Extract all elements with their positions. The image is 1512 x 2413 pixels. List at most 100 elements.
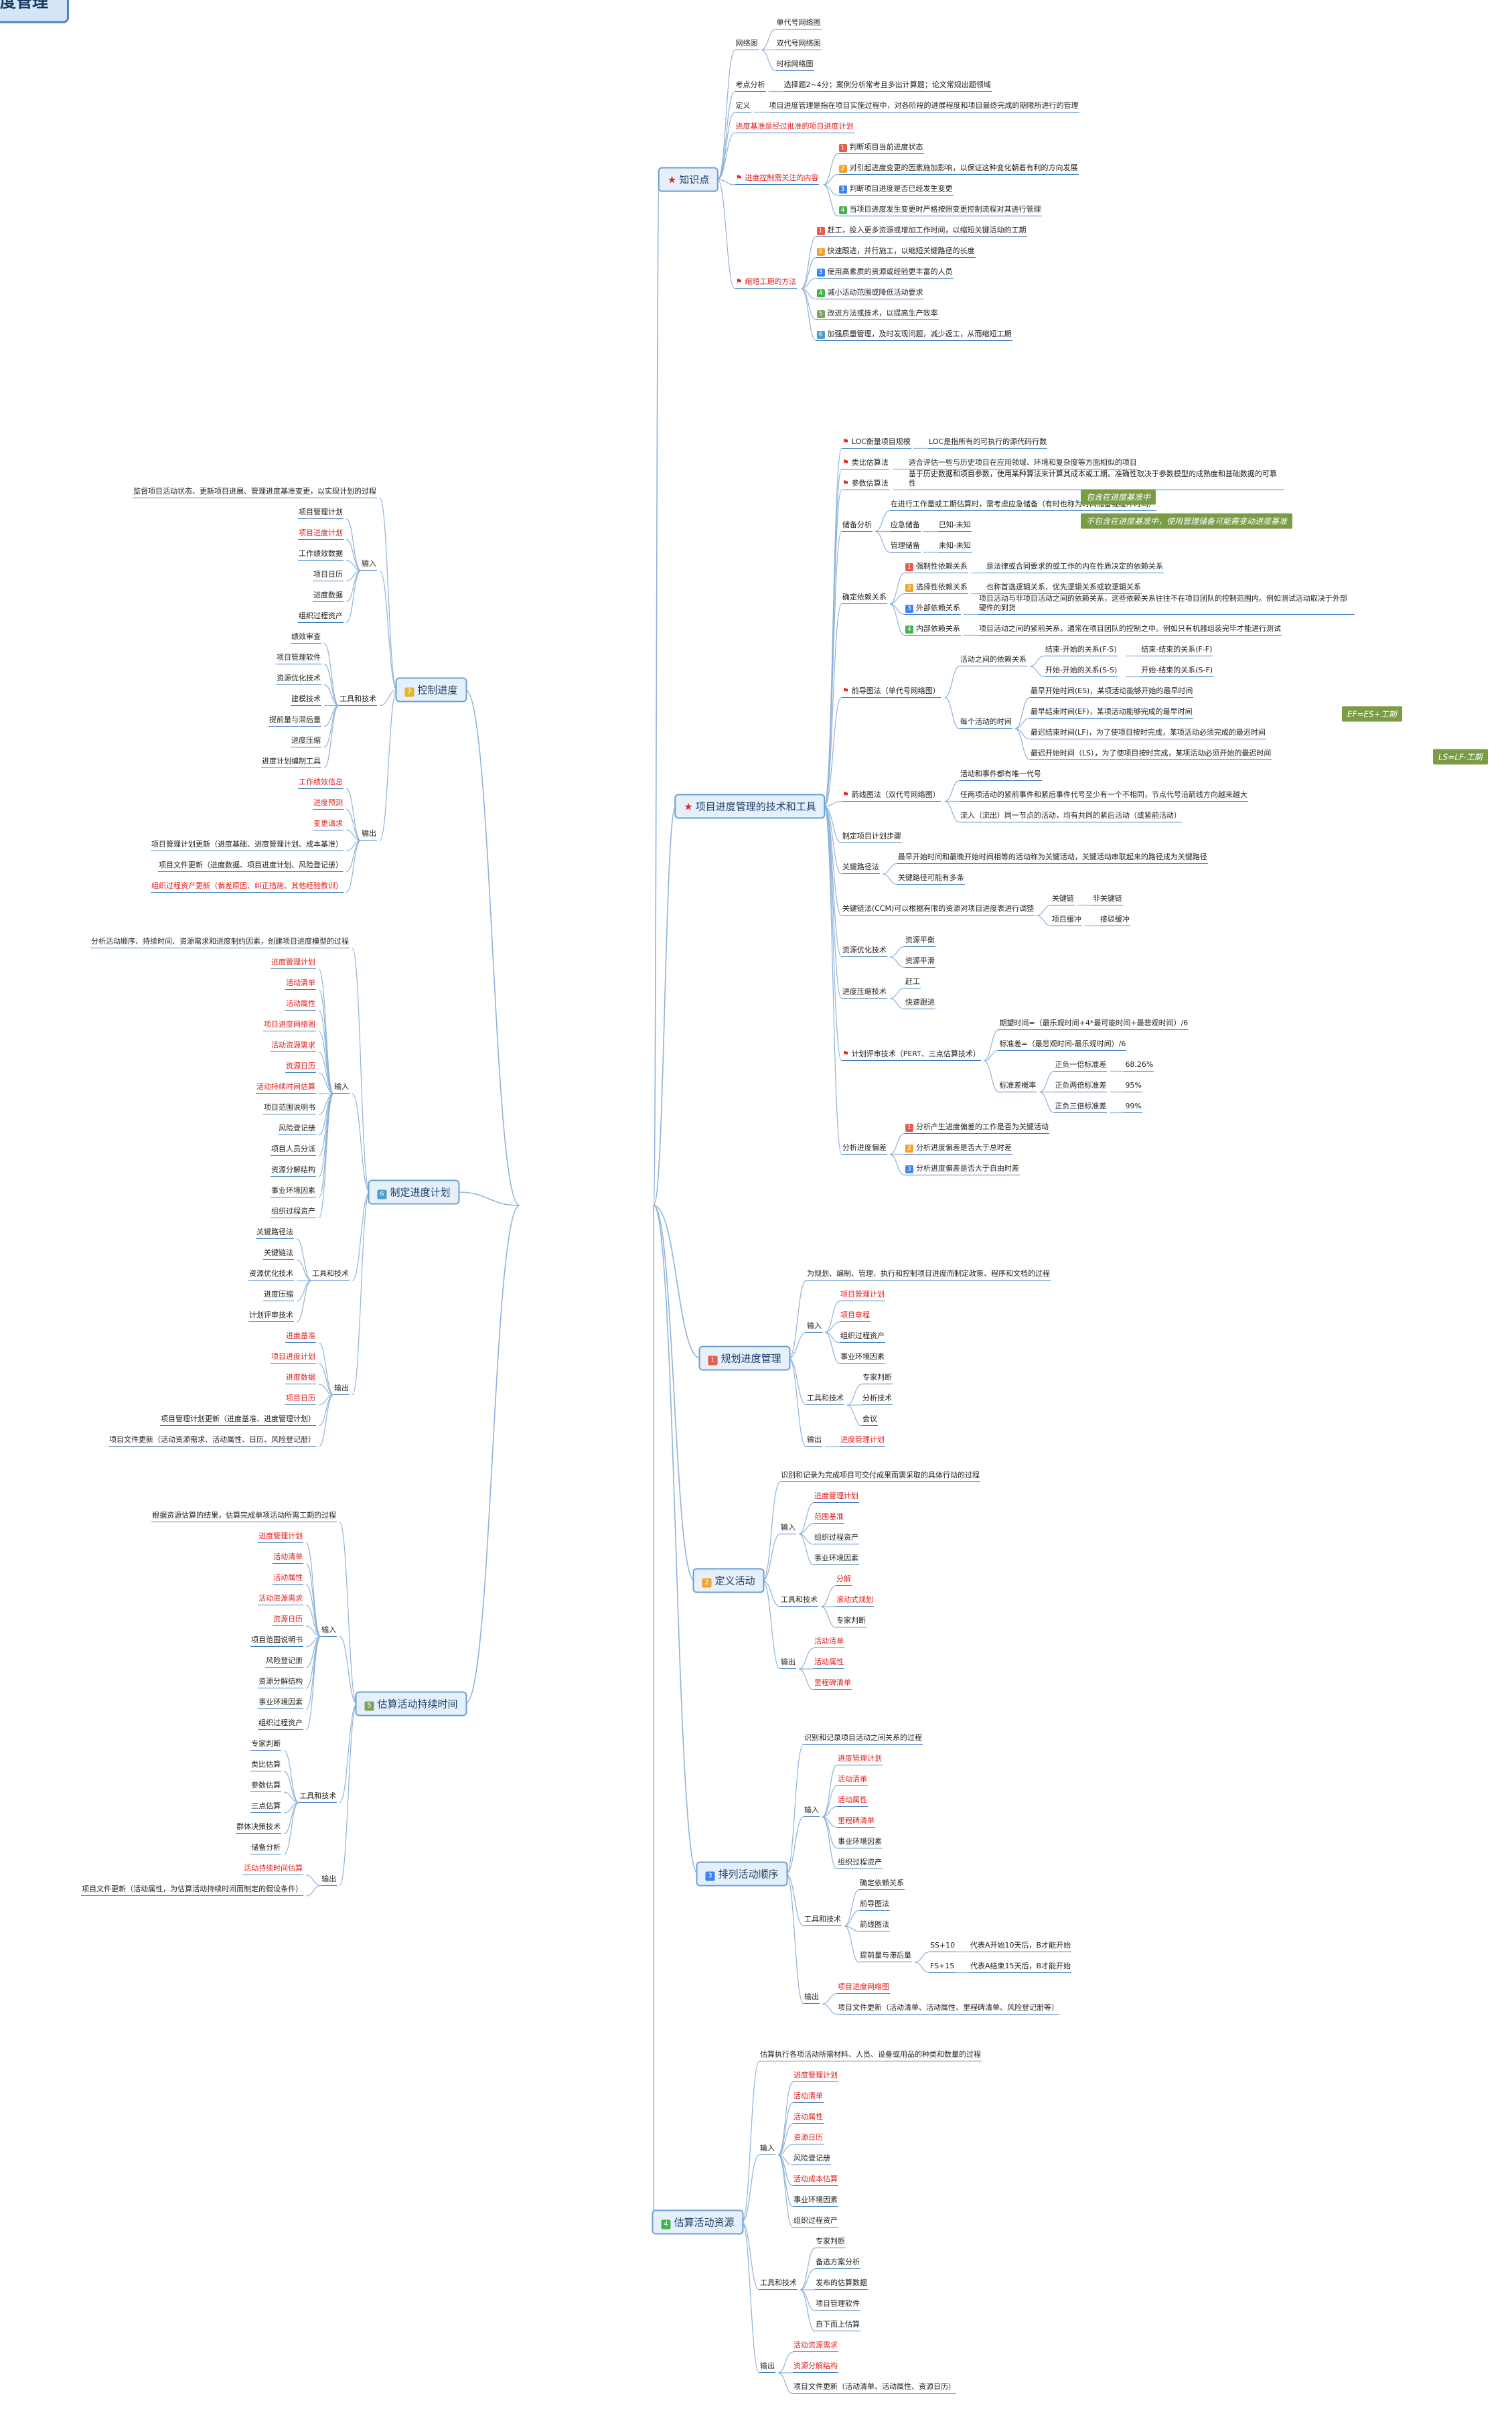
mind-map-node[interactable]: 组织过程资产: [298, 611, 344, 623]
mind-map-node[interactable]: 会议: [861, 1414, 878, 1426]
mind-map-node[interactable]: 分析技术: [861, 1394, 893, 1405]
mind-map-node[interactable]: 监督项目活动状态、更新项目进展、管理进度基准变更，以实现计划的过程: [133, 487, 377, 498]
mind-map-node[interactable]: 非关键链: [1091, 894, 1123, 905]
mind-map-node[interactable]: ⚑计划评审技术（PERT、三点估算技术）: [841, 1049, 981, 1061]
mind-map-node[interactable]: 输入: [759, 2144, 775, 2155]
mind-map-node[interactable]: 活动清单: [792, 2092, 824, 2103]
mind-map-node[interactable]: ⚑类比估算法: [841, 458, 889, 469]
mind-map-node[interactable]: 专家判断: [814, 2237, 846, 2248]
mind-map-node[interactable]: ⚑箭线图法（双代号网络图）: [841, 790, 941, 802]
mind-map-node[interactable]: 活动属性: [836, 1796, 868, 1807]
mind-map-node[interactable]: 流入（流出）同一节点的活动，均有共同的紧后活动（或紧前活动）: [959, 811, 1182, 822]
mind-map-node[interactable]: 活动之间的依赖关系: [959, 655, 1027, 666]
mind-map-node[interactable]: 资源平衡: [904, 936, 935, 947]
central-topic[interactable]: 项目进度管理: [0, 0, 69, 23]
mind-map-node[interactable]: 事业环境因素: [839, 1352, 885, 1364]
mind-map-node[interactable]: 活动资源需求: [792, 2341, 838, 2352]
mind-map-node[interactable]: 关键链法: [263, 1248, 295, 1260]
mind-map-node[interactable]: 项目进度网络图: [836, 1982, 890, 1994]
mind-map-node[interactable]: 活动属性: [273, 1573, 304, 1585]
mind-map-node[interactable]: 输出: [803, 1992, 820, 2004]
mind-map-node[interactable]: 资源优化技术: [248, 1269, 295, 1281]
mind-map-node[interactable]: 确定依赖关系: [841, 593, 887, 604]
mind-map-node[interactable]: 储备分析: [841, 520, 873, 532]
mind-map-node[interactable]: 自下而上估算: [814, 2320, 860, 2331]
mind-map-node[interactable]: 备选方案分析: [814, 2258, 860, 2269]
mind-map-node[interactable]: 项目日历: [285, 1394, 317, 1405]
mind-map-node[interactable]: 组织过程资产: [271, 1207, 317, 1218]
mind-map-node[interactable]: 输入: [321, 1625, 337, 1637]
mind-map-node[interactable]: 范围基准: [814, 1512, 844, 1524]
mind-map-node[interactable]: 资源优化技术: [841, 946, 887, 957]
mind-map-node[interactable]: 工作绩效数据: [298, 549, 344, 561]
mind-map-node[interactable]: 活动持续时间估算: [256, 1082, 317, 1094]
main-topic[interactable]: ★知识点: [658, 167, 719, 192]
mind-map-node[interactable]: 任两项活动的紧前事件和紧后事件代号至少有一个不相同，节点代号沿箭线方向越来越大: [959, 790, 1248, 802]
mind-map-node[interactable]: 项目日历: [313, 570, 344, 581]
mind-map-node[interactable]: 项目文件更新（活动清单、活动属性、资源日历）: [792, 2382, 956, 2394]
mind-map-node[interactable]: 管理储备: [889, 541, 921, 553]
mind-map-node[interactable]: 选择题2~4分；案例分析常考且多出计算题；论文常规出题领域: [783, 80, 992, 92]
mind-map-node[interactable]: 进度压缩技术: [841, 987, 887, 999]
mind-map-node[interactable]: 项目章程: [839, 1311, 871, 1322]
mind-map-node[interactable]: 工具和技术: [780, 1595, 818, 1607]
mind-map-node[interactable]: 进度数据: [285, 1373, 317, 1384]
mind-map-node[interactable]: LOC是指所有的可执行的源代码行数: [928, 437, 1048, 449]
mind-map-node[interactable]: 组织过程资产: [839, 1331, 885, 1343]
mind-map-node[interactable]: 项目范围说明书: [263, 1103, 317, 1114]
main-topic[interactable]: ★项目进度管理的技术和工具: [674, 794, 826, 819]
mind-map-node[interactable]: 活动属性: [285, 999, 317, 1011]
mind-map-node[interactable]: 工具和技术: [299, 1792, 337, 1803]
mind-map-node[interactable]: FS+15: [929, 1962, 956, 1973]
mind-map-node[interactable]: 活动和事件都有唯一代号: [959, 770, 1042, 781]
mind-map-node[interactable]: 分解: [836, 1575, 852, 1586]
mind-map-node[interactable]: 代表A结束15天后，B才能开始: [969, 1962, 1072, 1973]
mind-map-node[interactable]: 活动资源需求: [258, 1594, 304, 1605]
mind-map-node[interactable]: 组织过程资产: [836, 1858, 883, 1869]
mind-map-node[interactable]: 最迟开始时间（LS），为了使项目按时完成，某项活动必须开始的最迟时间: [1029, 749, 1272, 760]
mind-map-node[interactable]: 资源优化技术: [276, 674, 321, 685]
mind-map-node[interactable]: 工具和技术: [759, 2278, 798, 2290]
mind-map-node[interactable]: 项目管理计划: [839, 1290, 885, 1301]
mind-map-node[interactable]: 输入: [806, 1321, 822, 1333]
mind-map-node[interactable]: 里程碑清单: [814, 1678, 852, 1690]
mind-map-node[interactable]: 也称首选逻辑关系、优先逻辑关系或软逻辑关系: [985, 583, 1142, 594]
mind-map-node[interactable]: 识别和记录为完成项目可交付成果而需采取的具体行动的过程: [780, 1471, 980, 1482]
mind-map-node[interactable]: 输入: [780, 1523, 796, 1534]
mind-map-node[interactable]: 输出: [806, 1435, 822, 1447]
mind-map-node[interactable]: 活动清单: [836, 1775, 868, 1786]
mind-map-node[interactable]: 应急储备: [889, 520, 921, 532]
mind-map-node[interactable]: 关键路径法: [841, 863, 880, 874]
mind-map-node[interactable]: 专家判断: [861, 1373, 893, 1384]
mind-map-node[interactable]: 68.26%: [1124, 1060, 1154, 1072]
mind-map-node[interactable]: 为规划、编制、管理、执行和控制项目进度而制定政策、程序和文档的过程: [806, 1269, 1051, 1281]
mind-map-node[interactable]: 99%: [1124, 1102, 1142, 1113]
mind-map-node[interactable]: 前导图法: [858, 1899, 890, 1911]
mind-map-node[interactable]: 根据资源估算的结果，估算完成单项活动所需工期的过程: [151, 1511, 337, 1522]
mind-map-node[interactable]: 关键路径法: [256, 1228, 295, 1239]
mind-map-node[interactable]: 项目文件更新（进度数据、项目进度计划、风险登记册）: [158, 861, 344, 872]
mind-map-node[interactable]: 确定依赖关系: [858, 1879, 905, 1890]
mind-map-node[interactable]: 提前量与滞后量: [858, 1951, 912, 1962]
mind-map-node[interactable]: 进度管理计划: [792, 2071, 838, 2082]
mind-map-node[interactable]: 项目进度网络图: [263, 1020, 317, 1031]
mind-map-node[interactable]: 资源日历: [273, 1615, 304, 1626]
mind-map-node[interactable]: 最早结束时间(EF)，某项活动能够完成的最早时间: [1029, 707, 1193, 719]
mind-map-node[interactable]: 是法律或合同要求的或工作的内在性质决定的依赖关系: [985, 562, 1164, 573]
mind-map-node[interactable]: 进度管理计划: [839, 1435, 885, 1447]
mind-map-node[interactable]: 专家判断: [836, 1616, 866, 1627]
mind-map-node[interactable]: 储备分析: [250, 1843, 282, 1854]
mind-map-node[interactable]: 群体决策技术: [236, 1822, 282, 1834]
mind-map-node[interactable]: 分析活动顺序、持续时间、资源需求和进度制约因素，创建项目进度模型的过程: [90, 937, 350, 948]
